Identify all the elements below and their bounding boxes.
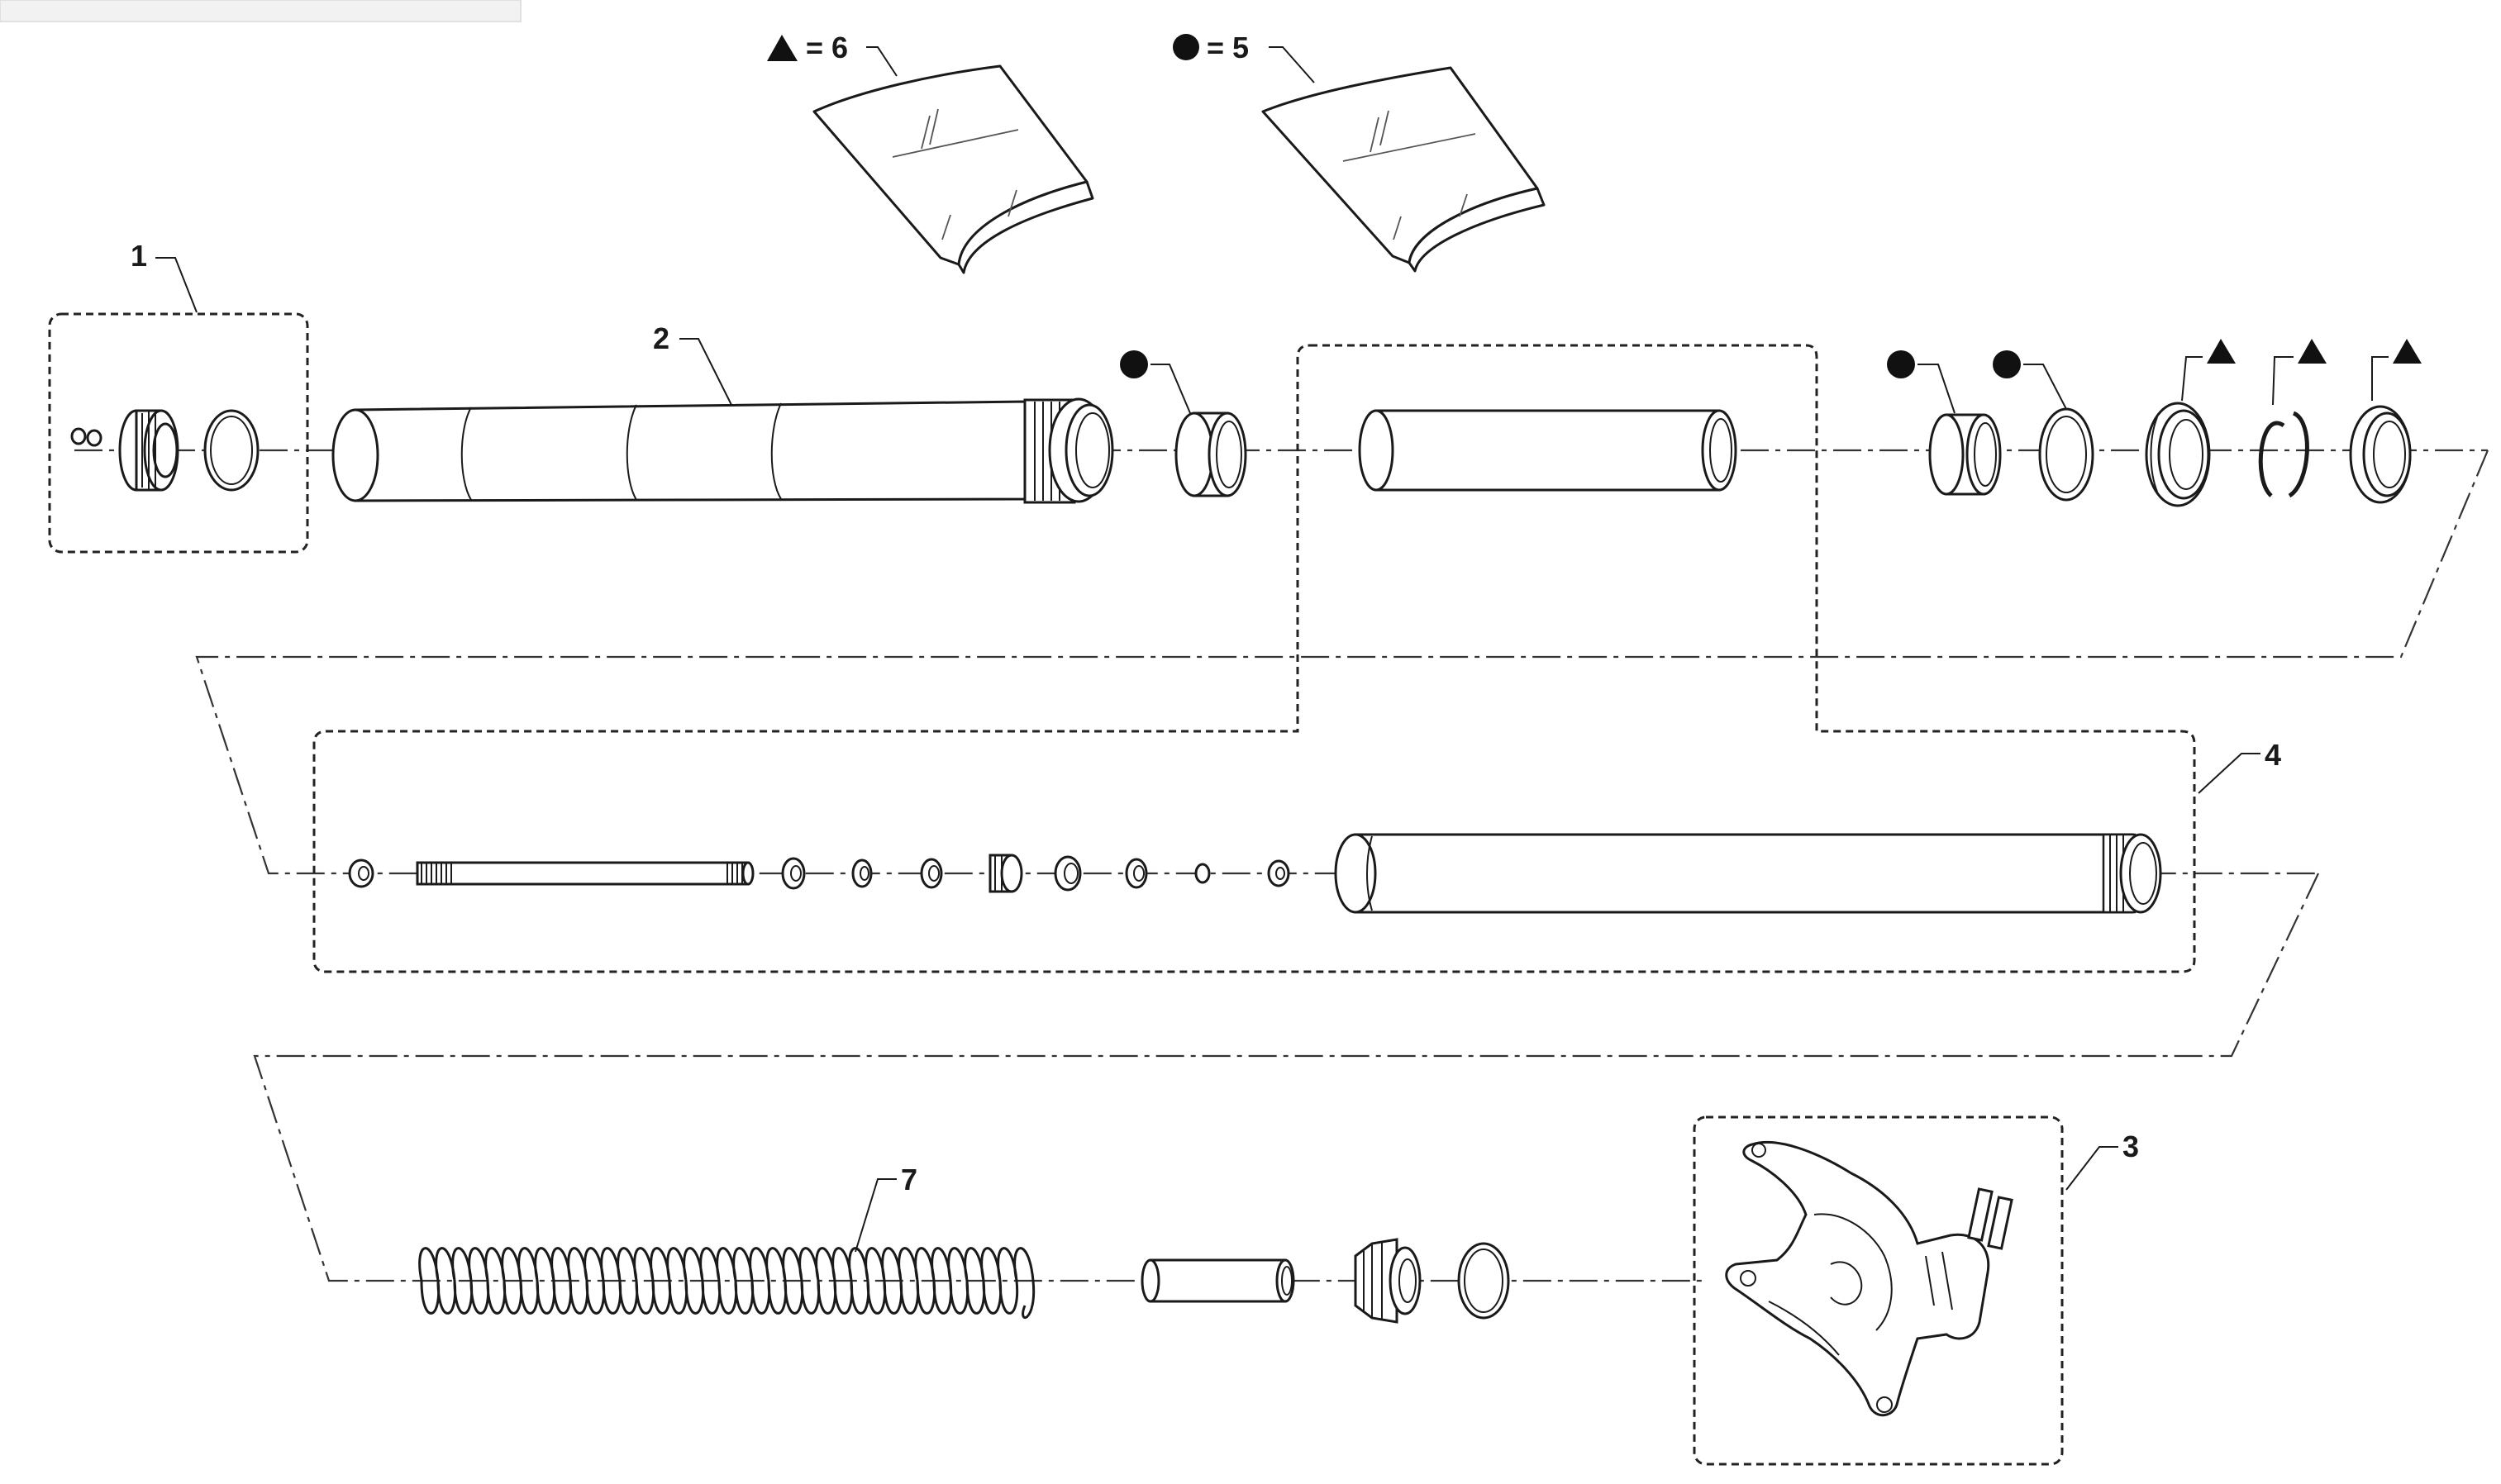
circle-kit-icon (1887, 350, 1915, 378)
washer-icon (1194, 863, 1211, 884)
fork-spring: 7 (418, 1163, 1036, 1320)
washer-ring (1993, 350, 2094, 502)
circle-kit-icon (1993, 350, 2021, 378)
outer-tube-thread (1023, 397, 1114, 504)
cartridge-group: 4 (312, 344, 2281, 973)
spacer-tube (1141, 1258, 1295, 1303)
dust-seal (2349, 339, 2422, 504)
damper-rod (416, 861, 755, 886)
triangle-symbol-icon (767, 35, 798, 61)
washer-icon (920, 858, 943, 889)
top-cap-icon (118, 409, 179, 492)
triangle-kit-icon (2207, 339, 2236, 364)
kit-legend-triangle: = 6 (767, 31, 1094, 274)
inner-tube (1334, 833, 2162, 914)
outer-bushing (1120, 350, 1247, 497)
washer-icon (851, 859, 873, 888)
parts-bag-icon (812, 64, 1094, 274)
fork-foot-icon (1725, 1140, 2013, 1417)
o-ring-icon (203, 409, 260, 492)
callout-3: 3 (2122, 1130, 2139, 1163)
kit-legend-triangle-text: = 6 (806, 31, 848, 64)
callout-4: 4 (2265, 738, 2281, 772)
group-1-box (48, 312, 309, 554)
kit-legend-circle-text: = 5 (1207, 31, 1249, 64)
small-nut-icon (70, 427, 102, 447)
callout-1: 1 (131, 239, 147, 273)
circle-symbol-icon (1173, 34, 1199, 60)
damper-nut (348, 859, 374, 888)
group-3-box (1693, 1115, 2064, 1466)
triangle-kit-icon (2393, 339, 2422, 364)
group-4-box (312, 344, 2196, 973)
fork-foot-group: 3 (1693, 1115, 2139, 1466)
outer-tube: 2 (331, 321, 1114, 504)
callout-2: 2 (653, 321, 669, 355)
o-ring-icon (1457, 1242, 1510, 1320)
oil-seal (2145, 339, 2236, 507)
top-cap-group: 1 (48, 239, 309, 554)
washer-icon (1054, 855, 1082, 892)
corner-shadow (0, 0, 522, 22)
kit-legend-circle: = 5 (1173, 31, 1546, 273)
callout-7: 7 (901, 1163, 917, 1196)
circle-kit-icon (1120, 350, 1148, 378)
inner-bushing (1887, 350, 2002, 496)
lock-nut-icon (1267, 859, 1290, 887)
washer-icon (781, 857, 806, 890)
triangle-kit-icon (2298, 339, 2327, 364)
seal-clip (2258, 339, 2327, 498)
inner-tube-upper (1358, 409, 1737, 492)
parts-bag-icon (1261, 66, 1546, 273)
bottom-valve (1354, 1238, 1422, 1324)
piston-icon (988, 854, 1023, 893)
washer-icon (1125, 858, 1148, 889)
